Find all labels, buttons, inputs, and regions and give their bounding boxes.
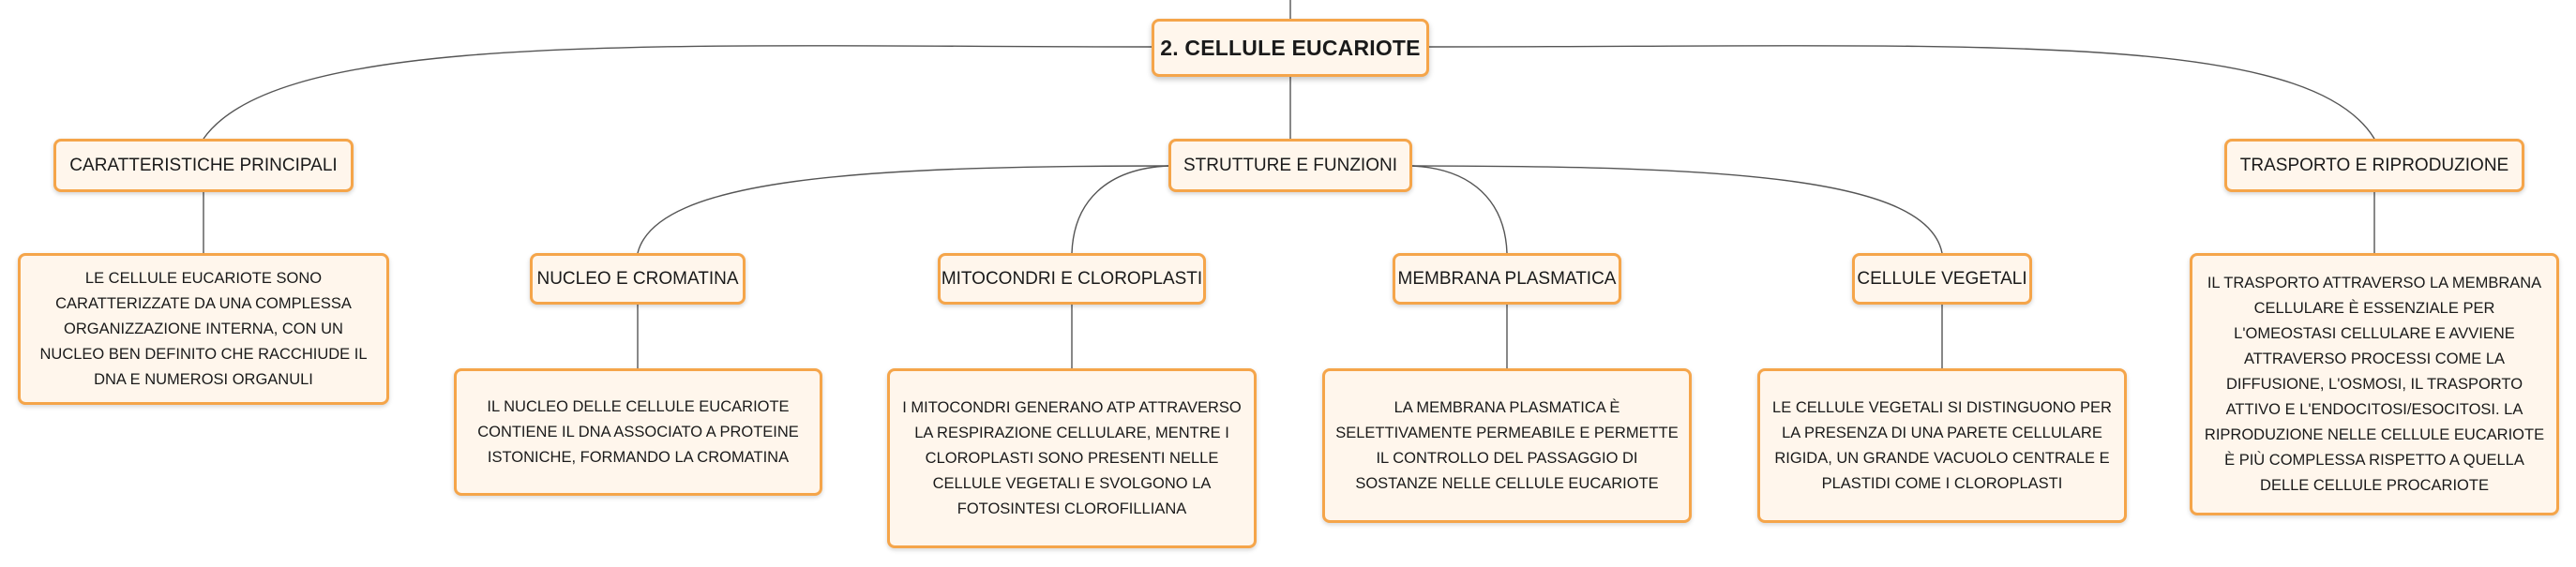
connector-structures-plant [1411,165,1943,254]
desc-caratteristiche-principali[interactable]: LE CELLULE EUCARIOTE SONO CARATTERIZZATE… [18,253,389,405]
desc-nucleo-e-cromatina[interactable]: IL NUCLEO DELLE CELLULE EUCARIOTE CONTIE… [454,368,822,496]
connector-root-characteristics [203,45,1152,140]
desc-cellule-vegetali[interactable]: LE CELLULE VEGETALI SI DISTINGUONO PER L… [1757,368,2127,523]
topic-trasporto-e-riproduzione[interactable]: TRASPORTO E RIPRODUZIONE [2224,139,2524,192]
topic-caratteristiche-principali[interactable]: CARATTERISTICHE PRINCIPALI [53,139,354,192]
connector-root-transport [1428,45,2375,140]
topic-cellule-vegetali[interactable]: CELLULE VEGETALI [1852,253,2032,305]
topic-strutture-e-funzioni[interactable]: STRUTTURE E FUNZIONI [1168,139,1412,192]
root-node[interactable]: 2. CELLULE EUCARIOTE [1152,19,1429,77]
desc-mitocondri-e-cloroplasti[interactable]: I MITOCONDRI GENERANO ATP ATTRAVERSO LA … [887,368,1257,548]
topic-mitocondri-e-cloroplasti[interactable]: MITOCONDRI E CLOROPLASTI [938,253,1206,305]
topic-nucleo-e-cromatina[interactable]: NUCLEO E CROMATINA [530,253,746,305]
topic-membrana-plasmatica[interactable]: MEMBRANA PLASMATICA [1393,253,1621,305]
desc-trasporto-e-riproduzione[interactable]: IL TRASPORTO ATTRAVERSO LA MEMBRANA CELL… [2190,253,2559,515]
connector-structures-membrane [1411,165,1508,254]
connector-structures-nucleus [637,165,1169,254]
desc-membrana-plasmatica[interactable]: LA MEMBRANA PLASMATICA È SELETTIVAMENTE … [1322,368,1692,523]
connector-structures-mito [1071,165,1169,254]
